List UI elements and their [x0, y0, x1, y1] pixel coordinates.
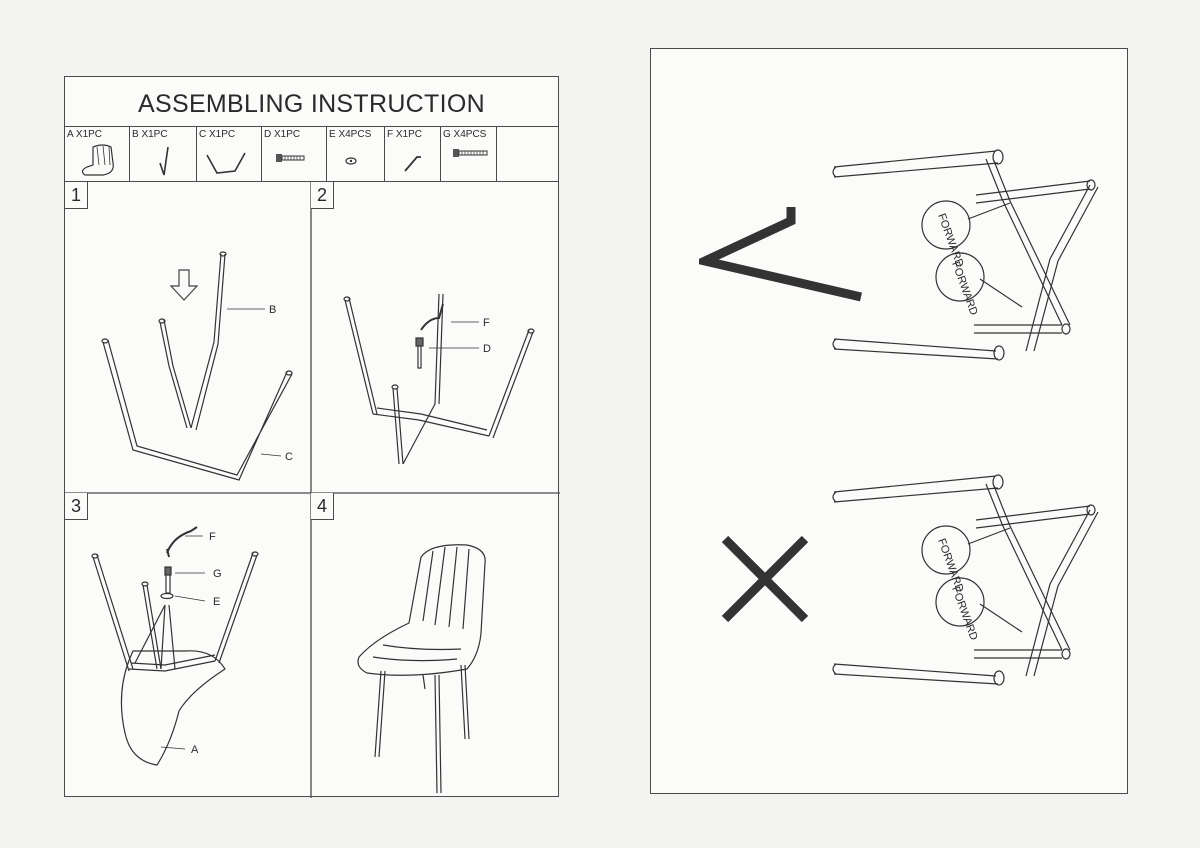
orientation-sheet: FORWARD FORWARD FORWARD FORWARD — [650, 48, 1128, 794]
part-label: G X4PCS — [443, 129, 487, 140]
callout-b: B — [269, 304, 276, 316]
incorrect-leg-frame: FORWARD FORWARD — [832, 474, 1099, 686]
part-a: A X1PC — [65, 127, 130, 182]
part-label: F X1PC — [387, 129, 423, 140]
forward-label: FORWARD — [949, 585, 980, 642]
part-f: F X1PC — [385, 127, 441, 182]
step-number: 2 — [311, 182, 334, 209]
bolt-icon — [276, 154, 305, 162]
callout-e: E — [213, 596, 220, 608]
part-label: A X1PC — [67, 129, 103, 140]
page-title: ASSEMBLING INSTRUCTION — [65, 77, 558, 127]
part-e: E X4PCS — [327, 127, 385, 182]
part-label: E X4PCS — [329, 129, 372, 140]
part-b: B X1PC — [130, 127, 197, 182]
forward-label: FORWARD — [949, 260, 980, 317]
step-2-illustration: F D — [343, 293, 535, 465]
part-label: D X1PC — [264, 129, 301, 140]
callout-f: F — [483, 317, 490, 329]
callout-d: D — [483, 343, 491, 355]
step-1-panel: B C 1 — [65, 182, 311, 493]
part-c: C X1PC — [197, 127, 262, 182]
step-2-panel: F D 2 — [311, 182, 560, 493]
callout-g: G — [213, 568, 222, 580]
cross-mark-icon — [721, 535, 809, 623]
long-bolt-icon — [453, 149, 488, 157]
step-number: 3 — [65, 493, 88, 520]
front-leg-icon — [159, 146, 169, 176]
step-1-illustration: B C — [101, 251, 293, 481]
washer-icon — [345, 157, 357, 165]
allen-key-icon — [404, 156, 421, 172]
step-3-illustration: F G E A — [91, 526, 259, 766]
step-3-panel: F G E A 3 — [65, 493, 311, 798]
part-g: G X4PCS — [441, 127, 497, 182]
check-mark-icon — [699, 207, 863, 302]
step-4-panel: 4 — [311, 493, 560, 798]
correct-leg-frame: FORWARD FORWARD — [832, 149, 1099, 361]
parts-list: A X1PC B X1PC C X1PC D X1PC — [65, 127, 558, 182]
step-number: 4 — [311, 493, 334, 520]
instruction-sheet: ASSEMBLING INSTRUCTION A X1PC B X1PC C X… — [64, 76, 560, 798]
part-label: B X1PC — [132, 129, 168, 140]
back-leg-icon — [206, 152, 246, 174]
seat-icon — [81, 144, 114, 176]
callout-a: A — [191, 744, 199, 756]
part-d: D X1PC — [262, 127, 327, 182]
assembled-chair-illustration — [357, 544, 486, 794]
step-number: 1 — [65, 182, 88, 209]
callout-c: C — [285, 451, 293, 463]
part-label: C X1PC — [199, 129, 236, 140]
callout-f: F — [209, 531, 216, 543]
